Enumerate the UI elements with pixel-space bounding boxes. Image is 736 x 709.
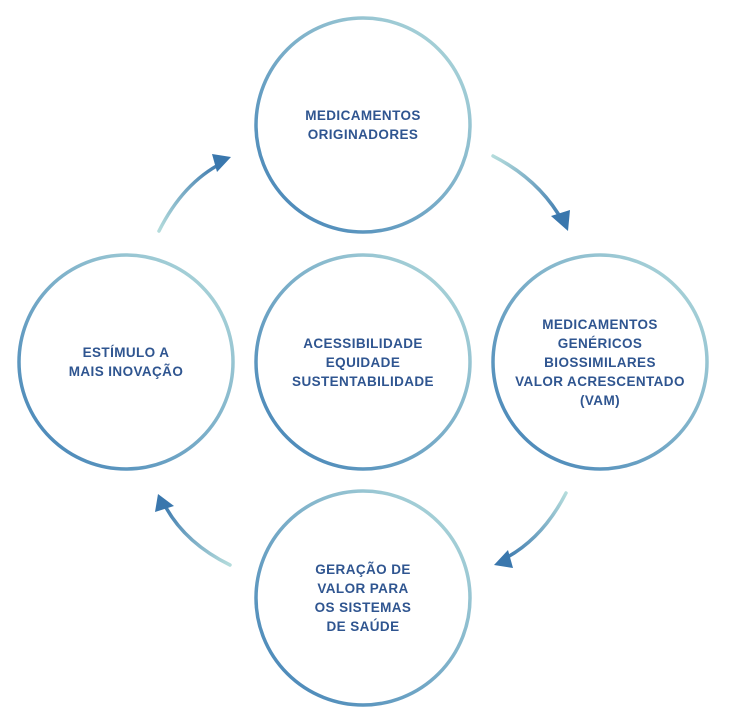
node-center-line: SUSTENTABILIDADE <box>292 373 434 389</box>
node-bottom-line: GERAÇÃO DE <box>315 562 411 577</box>
node-bottom-line: DE SAÚDE <box>326 619 400 634</box>
node-bottom-line: VALOR PARA <box>317 581 409 596</box>
node-left-line: ESTÍMULO A <box>82 345 170 360</box>
node-left-line: MAIS INOVAÇÃO <box>68 364 184 379</box>
node-top-line: ORIGINADORES <box>307 127 419 142</box>
node-right-line: MEDICAMENTOS <box>542 316 658 332</box>
arrow-bottom-to-left <box>155 494 232 567</box>
node-top-line: MEDICAMENTOS <box>305 108 421 123</box>
node-right-label: MEDICAMENTOS GENÉRICOS BIOSSIMILARES VAL… <box>505 267 695 457</box>
node-left-label: ESTÍMULO A MAIS INOVAÇÃO <box>31 267 221 457</box>
node-right-line: GENÉRICOS <box>557 335 643 351</box>
node-right-line: (VAM) <box>580 392 620 408</box>
node-bottom-circle <box>254 489 472 707</box>
node-center-label: ACESSIBILIDADE EQUIDADE SUSTENTABILIDADE <box>268 267 458 457</box>
arrow-top-to-right <box>491 154 570 231</box>
node-left-circle <box>17 253 235 471</box>
node-top-label: MEDICAMENTOS ORIGINADORES <box>268 30 458 220</box>
node-center-line: ACESSIBILIDADE <box>303 335 423 351</box>
node-right-line: VALOR ACRESCENTADO <box>515 373 685 389</box>
node-top-circle <box>254 16 472 234</box>
arrow-right-to-bottom <box>494 491 568 568</box>
node-right-circle <box>491 253 709 471</box>
node-center-circle <box>254 253 472 471</box>
node-right-line: BIOSSIMILARES <box>544 354 656 370</box>
node-center-line: EQUIDADE <box>325 354 401 370</box>
arrow-left-to-top <box>157 154 231 233</box>
node-bottom-label: GERAÇÃO DE VALOR PARA OS SISTEMAS DE SAÚ… <box>268 503 458 693</box>
node-bottom-line: OS SISTEMAS <box>314 600 412 615</box>
